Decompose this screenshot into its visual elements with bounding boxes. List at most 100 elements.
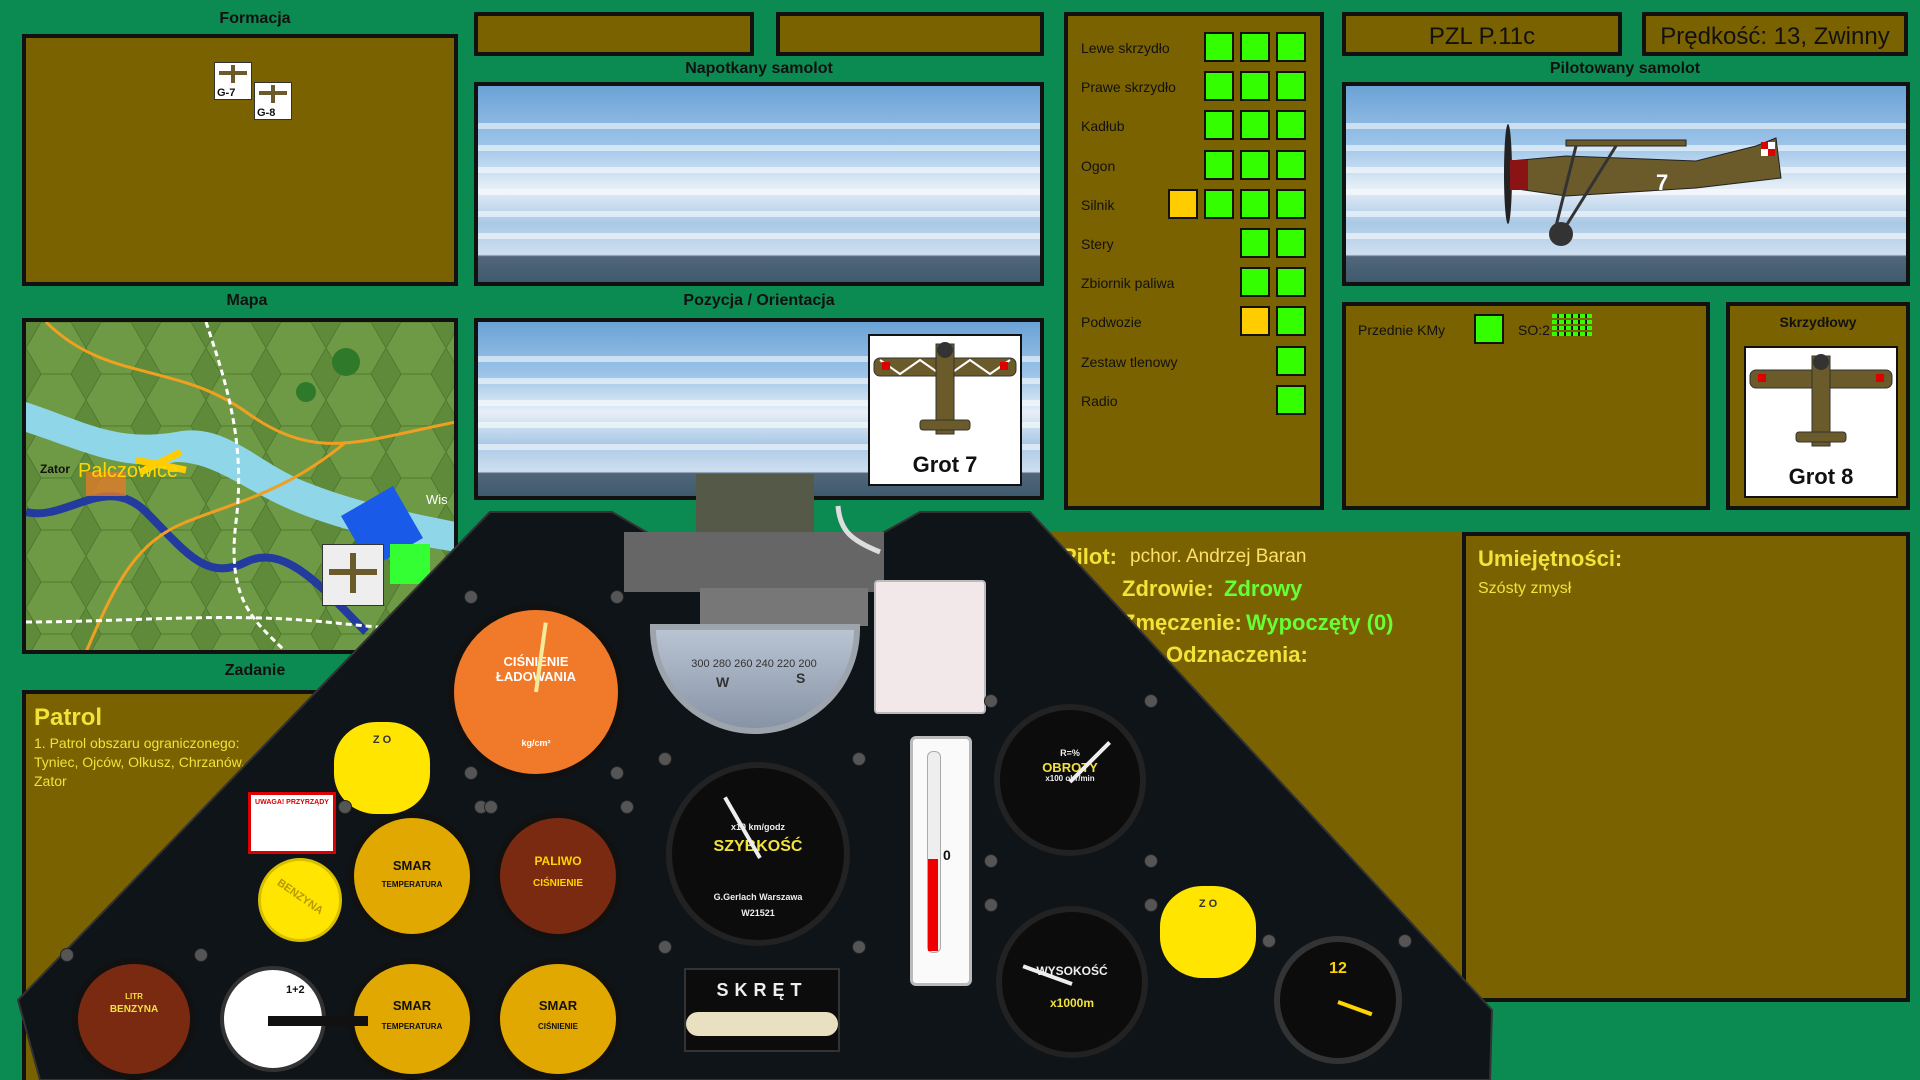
piloted-plane-image bbox=[1504, 124, 1782, 246]
damage-status-box[interactable] bbox=[1276, 228, 1306, 258]
mission-title: Zadanie bbox=[224, 662, 286, 679]
screw-icon bbox=[484, 800, 498, 814]
formation-panel[interactable]: G-7 G-8 bbox=[22, 34, 458, 286]
pilot-fatigue-label: Zmęczenie: bbox=[1122, 610, 1242, 635]
weapons-ammo: SO:2 bbox=[1518, 322, 1550, 338]
damage-status-box[interactable] bbox=[1240, 110, 1270, 141]
screw-icon bbox=[194, 948, 208, 962]
fuel-selector[interactable]: 1+2 bbox=[220, 966, 368, 1072]
pilot-health-value: Zdrowy bbox=[1224, 576, 1303, 601]
pilot-name: pchor. Andrzej Baran bbox=[1130, 546, 1307, 567]
airspeed-maker: G.Gerlach Warszawa bbox=[713, 892, 803, 902]
position-title: Pozycja / Orientacja bbox=[683, 292, 835, 309]
screw-icon bbox=[1144, 898, 1158, 912]
skill-item: Szósty zmysł bbox=[1478, 580, 1572, 597]
yellow-knob-left[interactable]: Z O bbox=[334, 722, 430, 814]
damage-status-box[interactable] bbox=[1240, 71, 1270, 102]
pilot-label: Pilot: bbox=[1062, 544, 1117, 569]
enemy-plane-card[interactable]: Grot 7 bbox=[868, 334, 1022, 486]
screw-icon bbox=[1144, 694, 1158, 708]
damage-row-label: Silnik bbox=[1081, 196, 1115, 213]
damage-status-box[interactable] bbox=[1240, 149, 1270, 180]
warning-plate: UWAGA! PRZYRZĄDY bbox=[248, 792, 336, 854]
airspeed-code: W21521 bbox=[741, 908, 775, 918]
fuel-pressure-title: PALIWO bbox=[534, 854, 582, 868]
damage-status-box[interactable] bbox=[1276, 384, 1306, 415]
fuel-cap[interactable]: BENZYNA bbox=[258, 858, 342, 942]
damage-status-box[interactable] bbox=[1204, 188, 1234, 219]
damage-status-box[interactable] bbox=[1240, 188, 1270, 219]
info-slot-2 bbox=[776, 12, 1044, 56]
damage-status-box[interactable] bbox=[1276, 149, 1306, 180]
wingman-card[interactable]: Grot 8 bbox=[1744, 346, 1898, 498]
plane-icon bbox=[259, 85, 287, 103]
screw-icon bbox=[464, 766, 478, 780]
yellow-knob-right[interactable]: Z O bbox=[1160, 886, 1256, 978]
position-view: Grot 7 bbox=[474, 318, 1044, 500]
turn-label: SKRĘT bbox=[716, 980, 808, 1000]
screw-icon bbox=[620, 800, 634, 814]
fuel-cap-label: BENZYNA bbox=[274, 876, 326, 918]
damage-status-box[interactable] bbox=[1276, 345, 1306, 376]
screw-icon bbox=[338, 800, 352, 814]
map-token-green[interactable] bbox=[390, 544, 430, 584]
aircraft-speed: Prędkość: 13, Zwinny bbox=[1660, 23, 1890, 50]
map-panel[interactable]: Palczowice Zator Wis bbox=[22, 318, 458, 654]
damage-status-box[interactable] bbox=[1204, 32, 1234, 62]
damage-status-box[interactable] bbox=[1240, 267, 1270, 298]
altimeter-gauge: WYSOKOŚĆ x1000m bbox=[996, 906, 1148, 1058]
damage-row-label: Kadłub bbox=[1081, 118, 1125, 135]
damage-status-box[interactable] bbox=[1276, 110, 1306, 141]
fuel-gauge: BENZYNA LITR bbox=[72, 958, 196, 1080]
damage-status-box[interactable] bbox=[1276, 32, 1306, 62]
map-river-label: Wis bbox=[426, 492, 448, 507]
selector-lever[interactable] bbox=[268, 1016, 368, 1026]
weapons-status-box[interactable] bbox=[1474, 314, 1504, 344]
plane-icon bbox=[219, 65, 247, 83]
pilot-fatigue-value: Wypoczęty (0) bbox=[1246, 610, 1394, 635]
damage-row-label: Podwozie bbox=[1081, 314, 1142, 331]
damage-status-box[interactable] bbox=[1240, 228, 1270, 258]
damage-status-box[interactable] bbox=[1204, 149, 1234, 180]
altimeter-unit: x1000m bbox=[1049, 996, 1095, 1010]
boost-pressure-gauge: CIŚNIENIE ŁADOWANIA kg/cm² bbox=[448, 604, 624, 780]
warning-plate-text: UWAGA! PRZYRZĄDY bbox=[255, 799, 329, 806]
damage-status-box[interactable] bbox=[1276, 267, 1306, 298]
damage-status-box[interactable] bbox=[1276, 306, 1306, 337]
damage-status-box[interactable] bbox=[1240, 32, 1270, 62]
screw-icon bbox=[1262, 934, 1276, 948]
damage-status-box[interactable] bbox=[1204, 110, 1234, 141]
damage-status-box[interactable] bbox=[1276, 188, 1306, 219]
info-slot-1 bbox=[474, 12, 754, 56]
formation-token-g8[interactable]: G-8 bbox=[254, 82, 292, 120]
skills-title: Umiejętności: bbox=[1478, 546, 1623, 571]
formation-title: Formacja bbox=[219, 10, 291, 27]
skills-panel: Umiejętności: Szósty zmysł bbox=[1462, 532, 1910, 1002]
map-town-label: Palczowice bbox=[78, 460, 179, 482]
damage-status-box[interactable] bbox=[1204, 71, 1234, 102]
weapons-panel: Przednie KMy SO:2 bbox=[1342, 302, 1710, 510]
map-town2-label: Zator bbox=[40, 462, 70, 476]
encountered-title: Napotkany samolot bbox=[685, 60, 833, 77]
fuel-gauge-unit: LITR bbox=[125, 992, 143, 1001]
screw-icon bbox=[610, 590, 624, 604]
damage-status-box[interactable] bbox=[1276, 71, 1306, 102]
map-token-own[interactable] bbox=[322, 544, 384, 606]
encountered-view bbox=[474, 82, 1044, 286]
fuel-gauge-title: BENZYNA bbox=[109, 1004, 159, 1015]
piloted-title: Pilotowany samolot bbox=[1549, 60, 1701, 77]
fuel-pressure-gauge: PALIWO CIŚNIENIE bbox=[494, 812, 622, 940]
formation-token-label: G-8 bbox=[257, 107, 276, 119]
oil-pressure-gauge: SMAR CIŚNIENIE bbox=[494, 958, 622, 1080]
damage-row-label: Radio bbox=[1081, 392, 1118, 409]
piloted-plane-number: 7 bbox=[1656, 170, 1669, 195]
damage-status-box[interactable] bbox=[1240, 306, 1270, 337]
oil-temp-title: SMAR bbox=[392, 858, 432, 873]
clock-twelve: 12 bbox=[1329, 960, 1347, 977]
formation-token-g7[interactable]: G-7 bbox=[214, 62, 252, 100]
knob-label: Z O bbox=[1198, 898, 1218, 910]
damage-status-box[interactable] bbox=[1168, 188, 1198, 219]
compass-scale: 300 280 260 240 220 200 bbox=[691, 658, 817, 670]
pilot-awards-label: Odznaczenia: bbox=[1166, 642, 1308, 667]
oil-temp-gauge: SMAR TEMPERATURA bbox=[348, 812, 476, 940]
